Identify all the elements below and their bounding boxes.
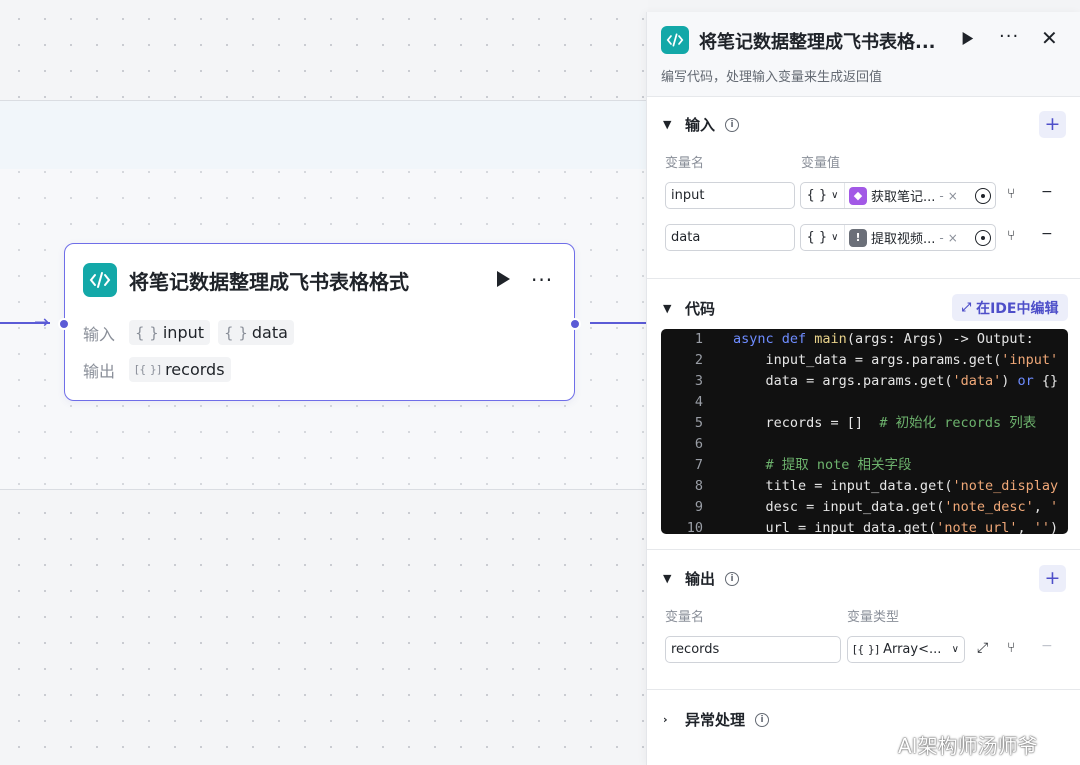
output-type-select[interactable]: [{ }] Array<... ∨: [847, 636, 965, 663]
node-input-port[interactable]: [58, 318, 70, 330]
more-icon[interactable]: ···: [999, 26, 1020, 47]
output-col-name: 变量名: [665, 610, 705, 625]
chevron-down-icon: ∨: [951, 644, 959, 655]
exception-section-header[interactable]: › 异常处理 i: [663, 709, 770, 730]
type-select[interactable]: { }∨: [801, 183, 845, 208]
info-icon[interactable]: i: [725, 571, 740, 586]
incoming-edge: [0, 322, 50, 324]
target-icon[interactable]: [975, 229, 991, 246]
section-divider: [647, 689, 1080, 690]
node-outputs-row: 输出 [{ }]records: [83, 357, 231, 382]
add-output-button[interactable]: +: [1039, 565, 1066, 592]
node-output-port[interactable]: [569, 318, 581, 330]
chevron-down-icon: ▼: [663, 118, 672, 131]
type-select[interactable]: { }∨: [801, 225, 845, 250]
output-section-header[interactable]: ▼ 输出 i: [663, 568, 740, 589]
info-icon[interactable]: i: [725, 117, 740, 132]
node-output-label: 输出: [83, 361, 116, 381]
node-inputs-row: 输入 { }input { }data: [83, 320, 294, 345]
output-col-type: 变量类型: [847, 610, 900, 625]
node-output-chip: [{ }]records: [129, 357, 231, 382]
input-section-header[interactable]: ▼ 输入 i: [663, 114, 740, 135]
canvas-group-header: [0, 101, 648, 169]
ref-chip: ! 提取视频... - ×: [845, 228, 975, 247]
workflow-canvas[interactable]: → 将笔记数据整理成飞书表格格式 ··· 输入 { }input { }data…: [0, 0, 648, 765]
remove-ref-icon[interactable]: ×: [947, 188, 958, 203]
edit-in-ide-button[interactable]: ⤢ 在IDE中编辑: [952, 294, 1068, 321]
remove-row-icon[interactable]: −: [1041, 638, 1053, 654]
output-var-name-field[interactable]: records: [665, 636, 841, 663]
panel-description: 编写代码，处理输入变量来生成返回值: [661, 70, 883, 85]
input-var-value-field[interactable]: { }∨ ◆ 获取笔记... - ×: [800, 182, 996, 209]
expand-icon: ⤢: [961, 300, 972, 314]
node-config-panel: 将笔记数据整理成飞书表格... ··· ✕ 编写代码，处理输入变量来生成返回值 …: [646, 12, 1080, 765]
play-icon[interactable]: [961, 31, 974, 50]
input-var-name-field[interactable]: input: [665, 182, 795, 209]
node-input-label: 输入: [83, 324, 116, 344]
code-node[interactable]: 将笔记数据整理成飞书表格格式 ··· 输入 { }input { }data 输…: [58, 243, 581, 401]
branch-add-icon[interactable]: ⑂: [1007, 228, 1016, 244]
input-col-name: 变量名: [665, 156, 705, 171]
close-icon[interactable]: ✕: [1041, 26, 1058, 50]
alert-icon: !: [849, 228, 867, 247]
expand-icon[interactable]: ⤢: [977, 640, 989, 656]
code-icon: [661, 26, 689, 54]
panel-header: 将笔记数据整理成飞书表格... ··· ✕ 编写代码，处理输入变量来生成返回值: [647, 12, 1080, 97]
node-input-chip: { }data: [218, 320, 294, 345]
chevron-down-icon: ▼: [663, 302, 672, 315]
chevron-down-icon: ▼: [663, 572, 672, 585]
remove-ref-icon[interactable]: ×: [947, 230, 958, 245]
remove-row-icon[interactable]: −: [1041, 226, 1053, 242]
node-title: 将笔记数据整理成飞书表格格式: [129, 270, 409, 294]
input-col-value: 变量值: [801, 156, 841, 171]
watermark: AI架构师汤师爷: [898, 734, 1038, 758]
ref-chip: ◆ 获取笔记... - ×: [845, 186, 975, 205]
plugin-icon: ◆: [849, 186, 867, 205]
arrow-right-icon: →: [34, 312, 50, 333]
panel-title[interactable]: 将笔记数据整理成飞书表格...: [699, 32, 936, 53]
code-icon: [83, 263, 117, 297]
section-divider: [647, 278, 1080, 279]
branch-add-icon[interactable]: ⑂: [1007, 186, 1016, 202]
chevron-right-icon: ›: [663, 713, 668, 726]
remove-row-icon[interactable]: −: [1041, 184, 1053, 200]
target-icon[interactable]: [975, 187, 991, 204]
branch-add-icon[interactable]: ⑂: [1007, 640, 1016, 656]
add-input-button[interactable]: +: [1039, 111, 1066, 138]
play-icon[interactable]: [495, 270, 511, 292]
section-divider: [647, 549, 1080, 550]
more-icon[interactable]: ···: [531, 268, 554, 292]
input-var-name-field[interactable]: data: [665, 224, 795, 251]
node-input-chip: { }input: [129, 320, 211, 345]
info-icon[interactable]: i: [755, 712, 770, 727]
input-var-value-field[interactable]: { }∨ ! 提取视频... - ×: [800, 224, 996, 251]
outgoing-edge: [590, 322, 648, 324]
code-section-header[interactable]: ▼ 代码: [663, 300, 716, 318]
